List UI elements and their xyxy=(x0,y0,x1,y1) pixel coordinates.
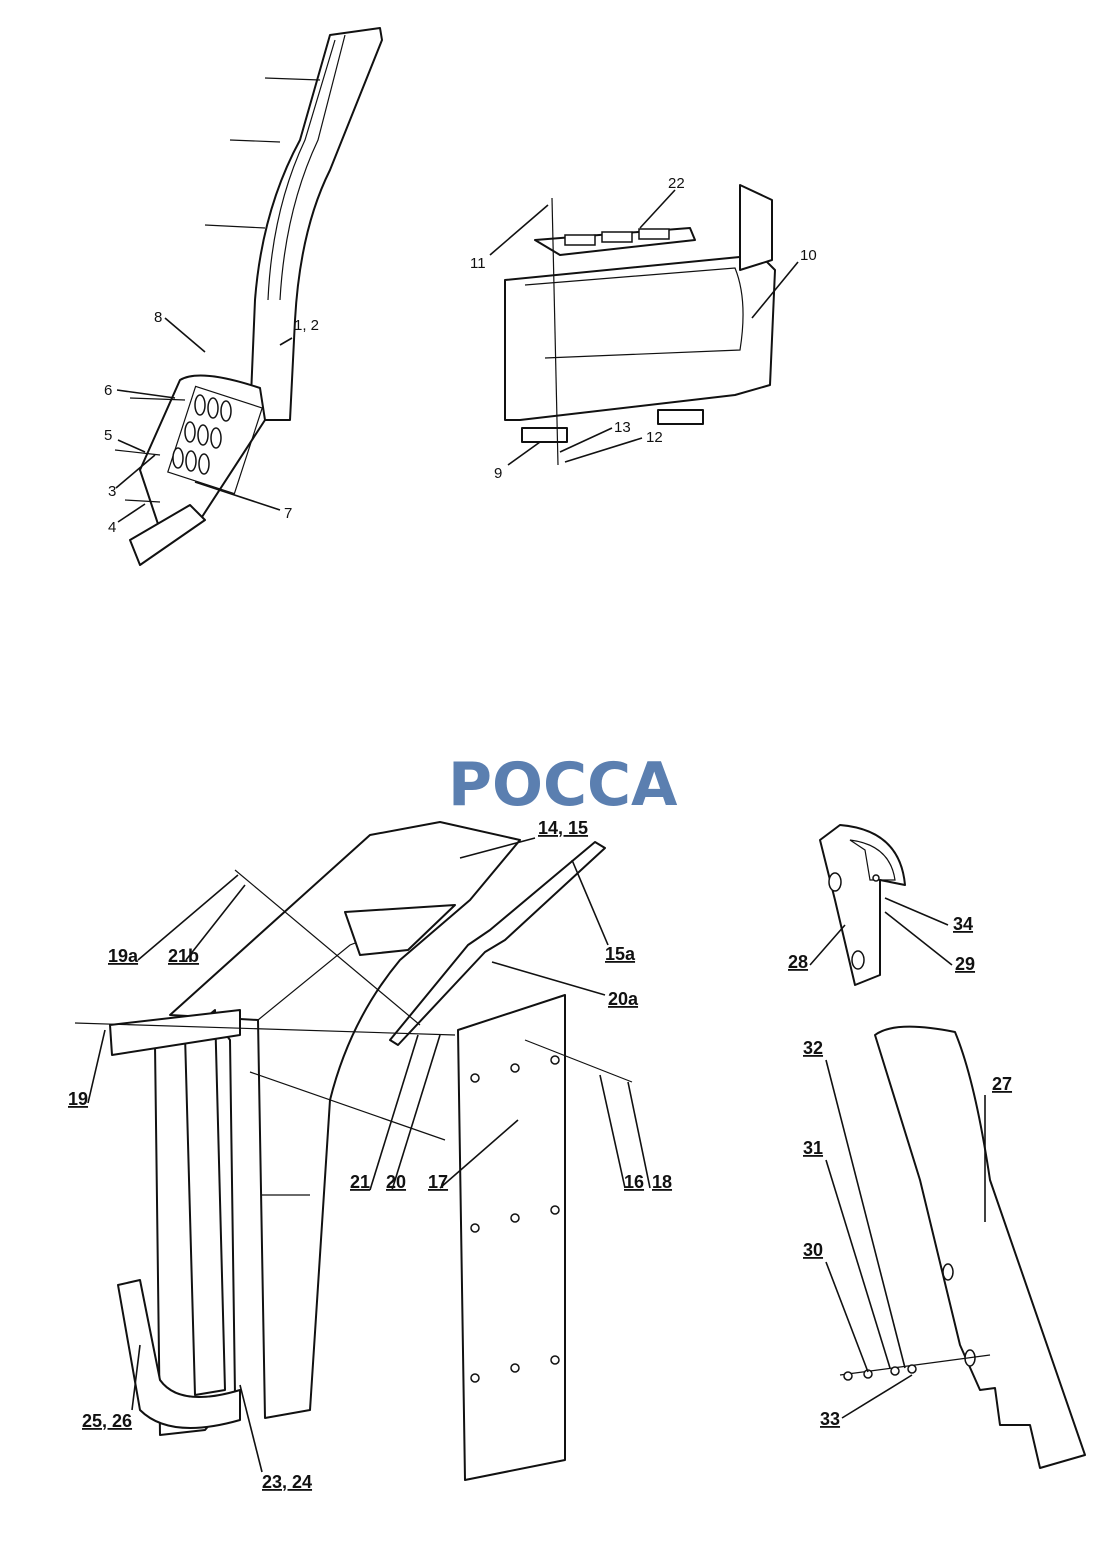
label-12: 12 xyxy=(646,429,663,446)
label-21: 21 xyxy=(350,1172,370,1192)
label-25-26: 25, 26 xyxy=(82,1411,132,1431)
label-31: 31 xyxy=(803,1138,823,1158)
label-18: 18 xyxy=(652,1172,672,1192)
label-19a: 19a xyxy=(108,946,139,966)
label-20a: 20a xyxy=(608,989,639,1009)
label-9: 9 xyxy=(494,465,502,482)
label-30: 30 xyxy=(803,1240,823,1260)
label-6: 6 xyxy=(104,382,112,399)
step-slots xyxy=(172,394,232,475)
label-33: 33 xyxy=(820,1409,840,1429)
bracket-28 xyxy=(809,824,953,986)
label-19: 19 xyxy=(68,1089,88,1109)
label-5: 5 xyxy=(104,427,112,444)
label-7: 7 xyxy=(284,505,292,522)
label-22: 22 xyxy=(668,175,685,192)
label-8: 8 xyxy=(154,309,162,326)
flap-fasteners xyxy=(470,1055,560,1383)
label-28: 28 xyxy=(788,952,808,972)
label-16: 16 xyxy=(624,1172,644,1192)
label-10: 10 xyxy=(800,247,817,264)
tread-pattern xyxy=(564,228,670,246)
label-1-2: 1, 2 xyxy=(294,317,319,334)
label-29: 29 xyxy=(955,954,975,974)
label-34: 34 xyxy=(953,914,973,934)
label-17: 17 xyxy=(428,1172,448,1192)
label-21b: 21b xyxy=(168,946,199,966)
label-23-24: 23, 24 xyxy=(262,1472,312,1492)
label-20: 20 xyxy=(386,1172,406,1192)
label-14-15: 14, 15 xyxy=(538,818,588,838)
side-panel-27 xyxy=(825,1025,1086,1469)
label-27: 27 xyxy=(992,1074,1012,1094)
step-handle-assembly xyxy=(114,27,383,566)
step-box-assembly xyxy=(489,184,799,466)
watermark: РОССА xyxy=(448,750,678,820)
mudguard-assembly xyxy=(74,821,609,1473)
label-11: 11 xyxy=(470,255,486,272)
label-32: 32 xyxy=(803,1038,823,1058)
mud-flap xyxy=(439,994,651,1481)
label-4: 4 xyxy=(108,519,116,536)
label-3: 3 xyxy=(108,483,116,500)
label-13: 13 xyxy=(614,419,631,436)
label-15a: 15a xyxy=(605,944,636,964)
